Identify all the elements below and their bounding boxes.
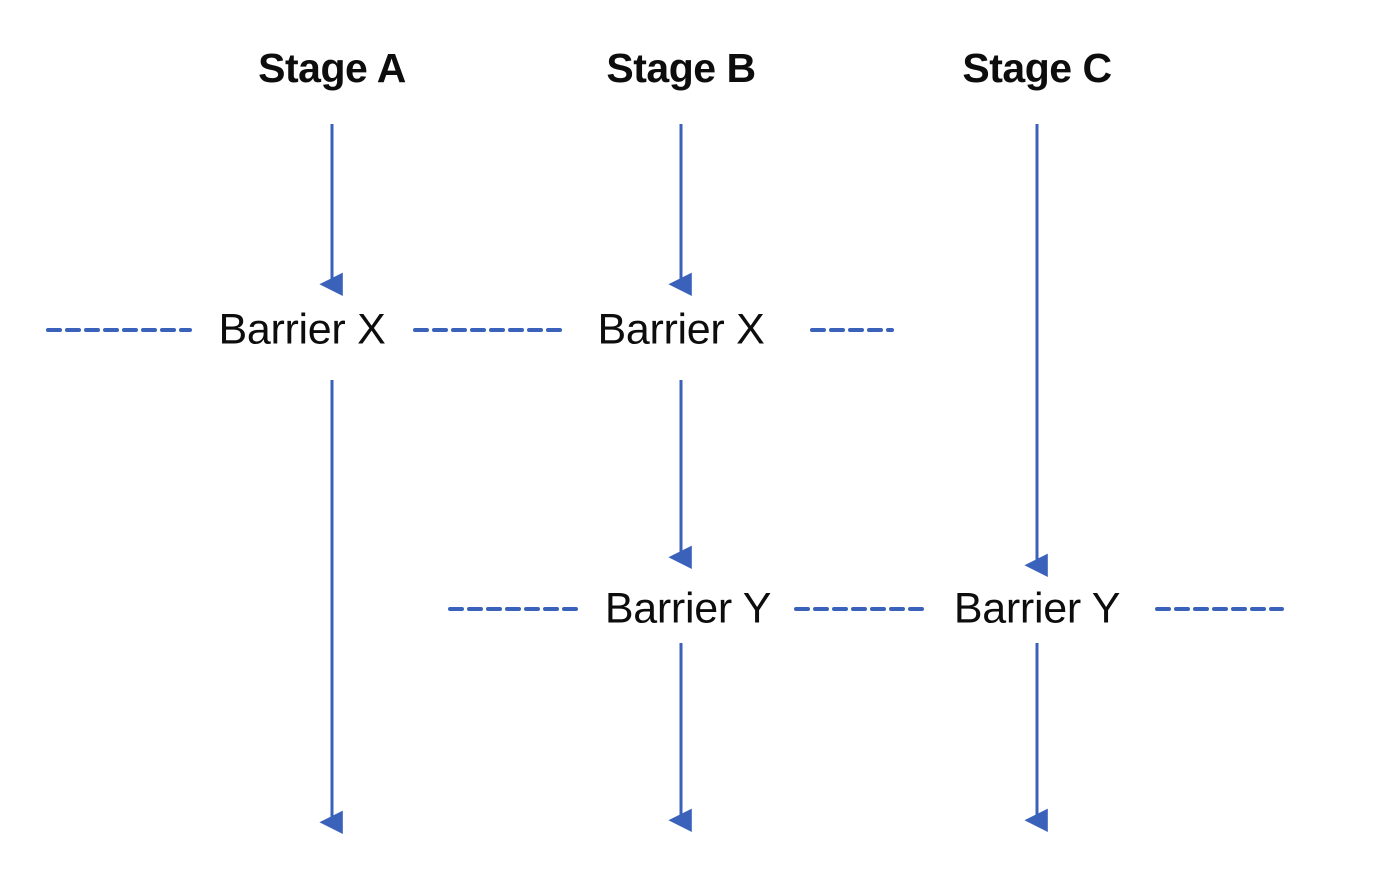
barrier-label-c-4: Barrier Y: [953, 584, 1121, 633]
stage-header-1: Stage A: [258, 45, 406, 91]
stage-header-2: Stage B: [606, 45, 756, 91]
barrier-label-a-1: Barrier X: [218, 305, 386, 354]
stage-header-3: Stage C: [962, 45, 1112, 91]
barrier-label-b-3: Barrier Y: [604, 584, 772, 633]
dashed-lines-group: [46, 328, 1284, 611]
arrows-group: [319, 124, 1048, 835]
barrier-label-b-2: Barrier X: [597, 305, 765, 354]
